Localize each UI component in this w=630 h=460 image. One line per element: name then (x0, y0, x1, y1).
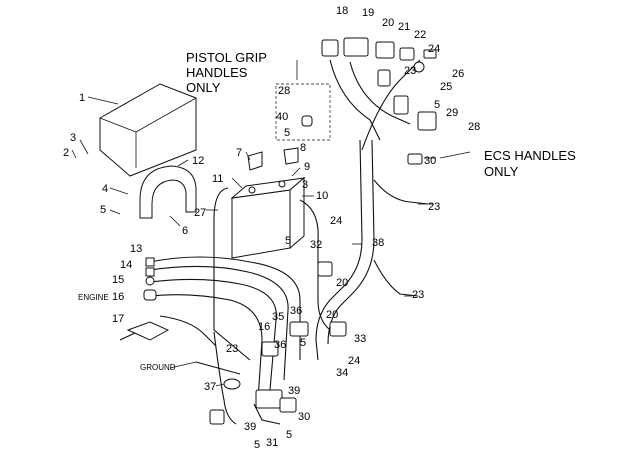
callout-23c: 23 (412, 289, 424, 301)
callout-5e: 5 (254, 439, 260, 451)
callout-40: 40 (276, 111, 288, 123)
left-connectors (126, 257, 170, 341)
callout-8: 8 (300, 142, 306, 154)
note-ecs-line-1: ECS HANDLES (484, 148, 576, 163)
note-pistol-grip-line-3: ONLY (186, 80, 221, 95)
callout-30: 30 (424, 155, 436, 167)
callout-3: 3 (70, 132, 76, 144)
callout-32: 32 (310, 239, 322, 251)
callout-11: 11 (212, 173, 223, 185)
callout-23b: 23 (428, 201, 440, 213)
battery-cover (99, 83, 197, 177)
engine-label: ENGINE (78, 293, 109, 302)
callout-16b: 16 (258, 321, 270, 333)
callout-36b: 36 (274, 339, 286, 351)
callout-24c: 24 (348, 355, 360, 367)
note-ecs-line-2: ONLY (484, 164, 519, 179)
callout-33: 33 (354, 333, 366, 345)
callout-16: 16 (112, 291, 124, 303)
callout-20b: 20 (336, 277, 348, 289)
callout-1: 1 (79, 92, 85, 104)
handle-switch-cluster (321, 37, 437, 165)
terminal-boots (247, 147, 299, 171)
pistol-grip-inset (275, 83, 331, 141)
callout-4: 4 (102, 183, 108, 195)
callout-34: 34 (336, 367, 348, 379)
leader-lines (71, 60, 471, 387)
battery (230, 176, 306, 259)
callout-7: 7 (236, 147, 242, 159)
callout-18: 18 (336, 5, 348, 17)
callout-27: 27 (194, 207, 206, 219)
callout-24: 24 (428, 43, 440, 55)
callout-13: 13 (130, 243, 142, 255)
callout-3b: 3 (302, 179, 308, 191)
callout-6: 6 (182, 225, 188, 237)
callout-38: 38 (372, 237, 384, 249)
callout-17: 17 (112, 313, 124, 325)
callout-5d: 5 (434, 99, 440, 111)
lower-relay-block (209, 261, 347, 425)
callout-31: 31 (266, 437, 278, 449)
callout-21: 21 (398, 21, 410, 33)
callout-9: 9 (304, 161, 310, 173)
callout-5f: 5 (286, 429, 292, 441)
callout-5: 5 (100, 204, 106, 216)
callout-15: 15 (112, 274, 124, 286)
ground-label: GROUND (140, 363, 176, 372)
wire-harness (119, 59, 429, 425)
callout-24b: 24 (330, 215, 342, 227)
callout-23d: 23 (226, 343, 238, 355)
callout-26: 26 (452, 68, 464, 80)
callout-12: 12 (192, 155, 204, 167)
callout-23: 23 (404, 65, 416, 77)
callout-28: 28 (278, 85, 290, 97)
callout-5g: 5 (300, 337, 306, 349)
callout-39b: 39 (244, 421, 256, 433)
callout-29: 29 (446, 107, 458, 119)
callout-35: 35 (272, 311, 284, 323)
callout-22: 22 (414, 29, 426, 41)
callout-39: 39 (288, 385, 300, 397)
callout-28b: 28 (468, 121, 480, 133)
callout-labels: 1 2 3 4 5 6 7 8 9 10 11 12 13 14 15 16 1… (63, 5, 480, 451)
callout-20c: 20 (326, 309, 338, 321)
callout-20: 20 (382, 17, 394, 29)
callout-30b: 30 (298, 411, 310, 423)
callout-25: 25 (440, 81, 452, 93)
callout-36: 36 (290, 305, 302, 317)
callout-19: 19 (362, 7, 374, 19)
callout-10: 10 (316, 190, 328, 202)
callout-37: 37 (204, 381, 216, 393)
note-pistol-grip-line-2: HANDLES (186, 65, 248, 80)
callout-5c: 5 (285, 235, 291, 247)
hold-down-bracket (139, 165, 197, 219)
note-pistol-grip-line-1: PISTOL GRIP (186, 50, 267, 65)
notes: PISTOL GRIP HANDLES ONLY ECS HANDLES ONL… (78, 50, 576, 372)
callout-5b: 5 (284, 127, 290, 139)
callout-2: 2 (63, 147, 69, 159)
callout-14: 14 (120, 259, 132, 271)
